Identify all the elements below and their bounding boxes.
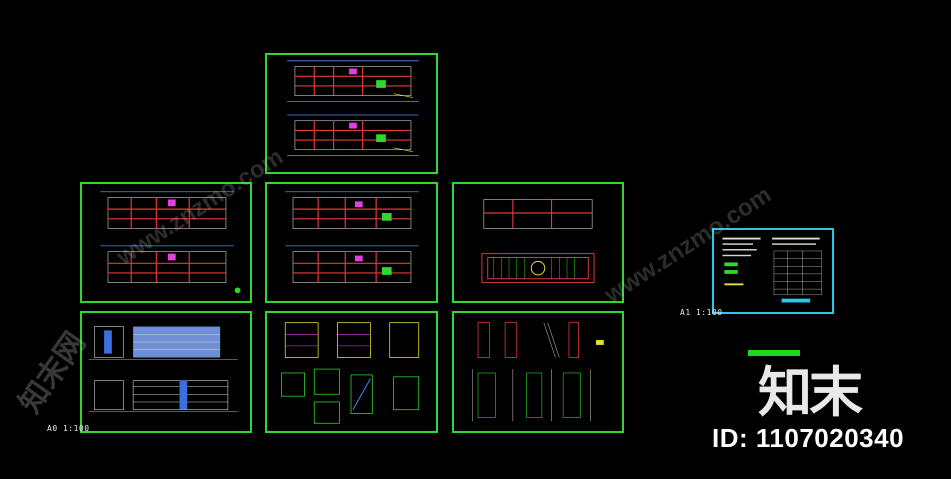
scale-label-a1: A1 1:100	[680, 308, 723, 317]
legend-table-drawing	[722, 237, 822, 303]
drawing-sheet-legend-table[interactable]	[712, 228, 834, 314]
drawing-sheet-sections[interactable]	[265, 311, 438, 433]
elevation-drawing	[88, 326, 238, 412]
drawing-sheet-plan-left[interactable]	[80, 182, 252, 303]
floor-plan-drawing	[285, 191, 419, 283]
roof-plan-drawing	[481, 199, 595, 284]
floor-plan-drawing	[100, 191, 241, 294]
scale-label-a0: A0 1:100	[47, 424, 90, 433]
drawing-sheet-elevations[interactable]	[80, 311, 252, 433]
drawing-sheet-plan-top[interactable]	[265, 53, 438, 174]
brand-logo: 知末	[758, 361, 863, 424]
resource-id: ID: 1107020340	[712, 423, 905, 453]
detail-drawing	[471, 322, 604, 422]
section-drawing	[280, 322, 420, 424]
floor-plan-drawing	[287, 60, 419, 156]
brand-accent-bar	[748, 350, 800, 356]
drawing-sheet-details[interactable]	[452, 311, 624, 433]
drawing-sheet-roof-plan[interactable]	[452, 182, 624, 303]
drawing-sheet-plan-center[interactable]	[265, 182, 438, 303]
